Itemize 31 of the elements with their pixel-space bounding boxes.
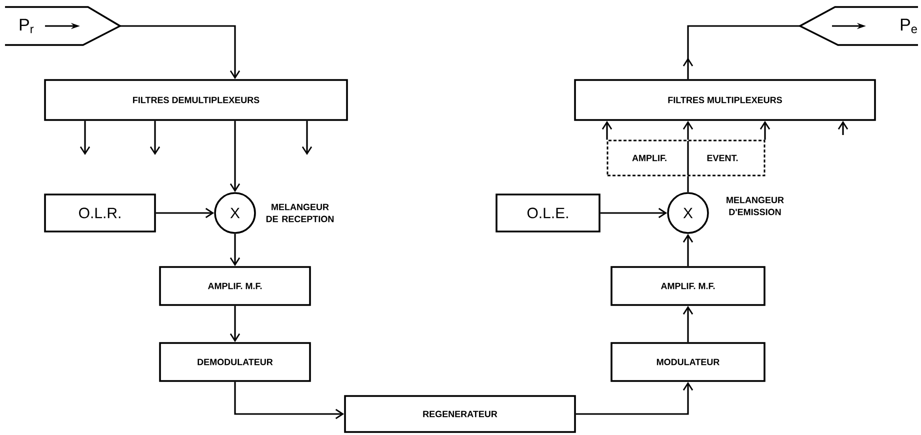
process-box: REGENERATEUR bbox=[344, 395, 576, 433]
arrow bbox=[682, 306, 694, 342]
arrow bbox=[230, 234, 240, 266]
arrow bbox=[156, 208, 214, 218]
arrow bbox=[150, 120, 160, 155]
process-box: FILTRES MULTIPLEXEURS bbox=[574, 79, 876, 121]
process-box: AMPLIF. M.F. bbox=[610, 266, 766, 306]
optional-amplifier-box: AMPLIF. EVENT. bbox=[606, 140, 766, 176]
arrow bbox=[602, 120, 612, 140]
arrow bbox=[234, 382, 344, 420]
process-box: DEMODULATEUR bbox=[159, 342, 311, 382]
process-box: AMPLIF. M.F. bbox=[159, 266, 311, 306]
process-box: FILTRES DEMULTIPLEXEURS bbox=[44, 79, 348, 121]
mixer-label: MELANGEUR D'EMISSION bbox=[726, 196, 784, 216]
arrow bbox=[230, 306, 240, 342]
arrow bbox=[230, 120, 240, 192]
oscillator-box: O.L.R. bbox=[44, 194, 156, 232]
output-port: P$_{e}$ bbox=[798, 6, 918, 46]
mixer-label: MELANGEUR DE RECEPTION bbox=[266, 204, 334, 222]
arrow bbox=[80, 120, 90, 155]
arrow bbox=[576, 382, 694, 415]
arrow bbox=[682, 120, 694, 140]
arrow bbox=[682, 234, 694, 266]
arrow bbox=[760, 120, 770, 140]
arrow bbox=[838, 120, 848, 135]
input-port: P$_{r}$ bbox=[5, 6, 122, 46]
arrow bbox=[120, 25, 240, 80]
arrow bbox=[302, 120, 312, 155]
process-box: MODULATEUR bbox=[610, 342, 766, 382]
arrow bbox=[600, 208, 668, 218]
oscillator-box: O.L.E. bbox=[496, 194, 600, 232]
